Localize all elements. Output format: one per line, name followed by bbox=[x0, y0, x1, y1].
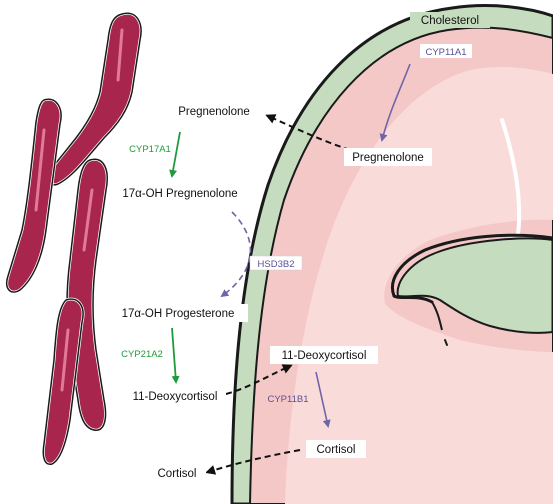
label-11-deoxycortisol-er: 11-Deoxycortisol bbox=[133, 391, 218, 403]
label-pregnenolone-er: Pregnenolone bbox=[178, 106, 250, 118]
mitochondrion-matrix-highlight bbox=[285, 67, 553, 504]
er-highlight-1 bbox=[116, 28, 124, 82]
label-cortisol-mito: Cortisol bbox=[317, 444, 356, 456]
crista-tail-dot bbox=[444, 339, 448, 346]
enzyme-labels: CYP11A1 CYP17A1 HSD3B2 CYP21A2 CYP11B1 bbox=[121, 44, 472, 405]
er-strand-lower-outline bbox=[42, 298, 84, 465]
arrow-cyp17a1 bbox=[169, 131, 181, 178]
label-cortisol-out: Cortisol bbox=[158, 468, 197, 480]
pathway-arrows bbox=[169, 63, 411, 475]
label-17oh-progesterone: 17α-OH Progesterone bbox=[122, 308, 235, 320]
label-cholesterol: Cholesterol bbox=[421, 15, 479, 27]
crista-white-line bbox=[500, 118, 522, 237]
er-highlight-2 bbox=[34, 128, 46, 212]
er-strand-left bbox=[5, 97, 63, 294]
label-17oh-pregnenolone: 17α-OH Pregnenolone bbox=[122, 188, 237, 200]
er-highlight-3 bbox=[82, 188, 94, 252]
er-highlight-4 bbox=[60, 328, 70, 392]
enzyme-cyp11b1: CYP11B1 bbox=[267, 394, 308, 405]
arrow-cyp11b1 bbox=[315, 371, 331, 428]
label-11-deoxycortisol-mito: 11-Deoxycortisol bbox=[282, 350, 367, 362]
er-strand-center-outline bbox=[66, 158, 108, 431]
metabolite-labels: Cholesterol Pregnenolone Pregnenolone 17… bbox=[108, 12, 490, 482]
arrow-deoxycortisol-import bbox=[225, 364, 293, 395]
arrow-pregnenolone-export bbox=[265, 114, 351, 151]
crista-tail bbox=[431, 301, 443, 331]
enzyme-cyp17a1: CYP17A1 bbox=[129, 144, 171, 155]
arrow-hsd3b2 bbox=[220, 211, 252, 298]
enzyme-hsd3b2: HSD3B2 bbox=[258, 259, 295, 270]
arrow-cortisol-export bbox=[205, 449, 301, 475]
mitochondrion bbox=[230, 4, 553, 504]
er-strand-upper-outline bbox=[47, 12, 142, 186]
arrow-cyp11a1 bbox=[379, 63, 411, 142]
label-pregnenolone-mito: Pregnenolone bbox=[352, 152, 424, 164]
crista-fold bbox=[391, 233, 553, 304]
er-strand-left-outline bbox=[6, 98, 62, 293]
enzyme-cyp11a1: CYP11A1 bbox=[425, 47, 466, 58]
arrow-cyp21a2 bbox=[171, 327, 180, 384]
enzyme-cyp21a2: CYP21A2 bbox=[121, 349, 163, 360]
endoplasmic-reticulum bbox=[5, 11, 143, 466]
